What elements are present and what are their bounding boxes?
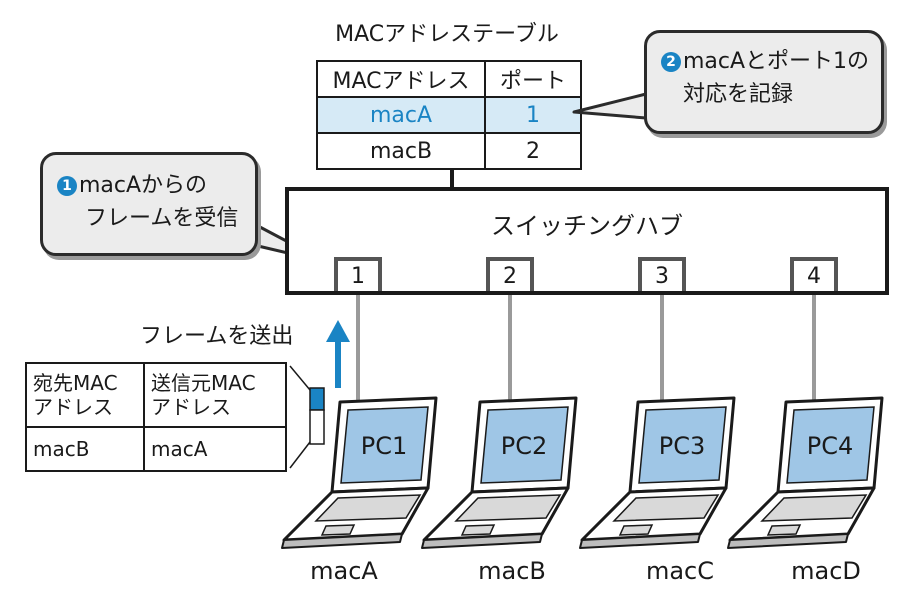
send-frame-label: フレームを送出 [140, 324, 294, 349]
frame-src-value: macA [143, 426, 287, 472]
host-mac-label: macB [478, 557, 546, 585]
cable-port-3 [660, 295, 664, 403]
callout-receive-line2: フレームを受信 [85, 206, 239, 231]
host-mac-label: macA [310, 557, 378, 585]
frame-dest-value: macB [25, 426, 145, 472]
step-2-badge: 2 [661, 52, 681, 72]
send-arrow-head [326, 320, 350, 342]
cable-port-2 [508, 295, 512, 403]
switch-port-1: 1 [334, 257, 382, 291]
mac-table-row: macA 1 [316, 96, 582, 134]
mac-table-row: macB 2 [316, 132, 582, 170]
frame-leader-top [289, 365, 311, 391]
mac-table-cell-mac: macA [316, 96, 486, 134]
frame-table-value-row: macB macA [25, 426, 287, 472]
laptop-icon: PC4 [727, 396, 884, 549]
frame-leader-bottom [289, 441, 311, 469]
mac-table-header-row: MACアドレス ポート [316, 60, 582, 98]
switch-port-3: 3 [638, 257, 686, 291]
switching-hub [285, 187, 889, 295]
mac-table-title: MACアドレステーブル [335, 22, 559, 47]
step-1-badge: 1 [57, 176, 77, 196]
switching-hub-label: スイッチングハブ [491, 212, 683, 240]
laptop-pc-label: PC1 [361, 432, 408, 460]
mac-table-cell-port: 1 [484, 96, 582, 134]
laptop-pc-label: PC3 [659, 432, 706, 460]
mac-table-header-mac: MACアドレス [316, 60, 486, 98]
laptop-icon: PC3 [579, 396, 736, 549]
callout-record-line1: macAとポート1の [683, 49, 870, 74]
callout-record-line2: 対応を記録 [683, 82, 794, 107]
host-mac-label: macD [791, 557, 861, 585]
mac-table-cell-port: 2 [484, 132, 582, 170]
mac-table-header-port: ポート [484, 60, 582, 98]
frame-icon-body [309, 409, 325, 445]
host-mac-label: macC [645, 557, 715, 585]
switch-port-4: 4 [790, 257, 838, 291]
laptop-pc-label: PC4 [807, 432, 854, 460]
laptop-icon: PC1 [281, 396, 438, 549]
cable-port-1 [356, 295, 360, 403]
laptop-icon: PC2 [421, 396, 578, 549]
mac-table-cell-mac: macB [316, 132, 486, 170]
laptop-pc-label: PC2 [501, 432, 548, 460]
cable-port-4 [812, 295, 816, 403]
callout-record-pointer [572, 92, 648, 120]
callout-receive-line1: macAからの [79, 173, 208, 198]
mac-address-table: MACアドレス ポート macA 1 macB 2 [316, 60, 582, 170]
switch-port-2: 2 [486, 257, 534, 291]
